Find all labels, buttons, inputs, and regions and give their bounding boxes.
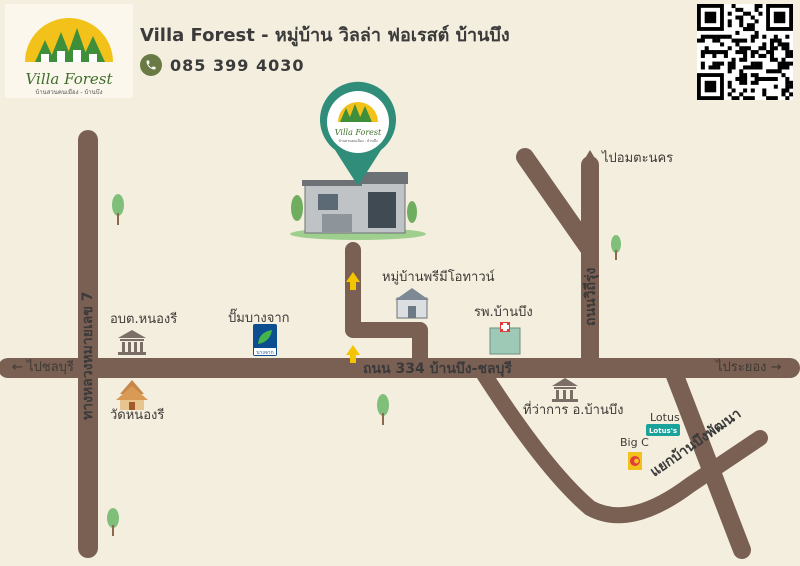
label-nong-iru-sao: อบต.หนองรี bbox=[110, 312, 178, 327]
house-icon bbox=[395, 288, 429, 319]
road-diagonal-nw bbox=[516, 148, 599, 259]
label-highway-7: ทางหลวงหมายเลข 7 bbox=[80, 291, 96, 420]
label-gas-station: ปั๊มบางจาก bbox=[228, 311, 290, 326]
road-village-access bbox=[345, 242, 428, 376]
lotus-logo-text: Lotus's bbox=[649, 427, 677, 435]
location-pin-icon: Villa Forest บ้านสวนคนเมือง - บ้านบึง bbox=[320, 81, 397, 186]
label-to-amata: ไปอมตะนคร bbox=[602, 151, 674, 166]
villa-forest-logo: Villa Forest บ้านสวนคนเมือง - บ้านบึง bbox=[5, 4, 133, 98]
arrow-icon bbox=[346, 272, 360, 363]
page-title: Villa Forest - หมู่บ้าน วิลล่า ฟอเรสต์ บ… bbox=[140, 25, 510, 46]
label-big-c: Big C bbox=[620, 436, 649, 449]
label-to-rayong: ไประยอง → bbox=[716, 360, 782, 375]
phone-number: 085 399 4030 bbox=[170, 55, 305, 75]
phone-icon bbox=[140, 54, 162, 76]
arrow-left-icon: ← bbox=[12, 360, 23, 375]
logo-tagline: บ้านสวนคนเมือง - บ้านบึง bbox=[35, 88, 102, 96]
pin-wordmark: Villa Forest bbox=[335, 128, 382, 137]
qr-code-icon[interactable] bbox=[697, 4, 794, 101]
label-wat-nong-iru: วัดหนองรี bbox=[110, 408, 165, 423]
label-primo-village: หมู่บ้านพรีมีโอทาวน์ bbox=[382, 270, 495, 285]
hospital-icon bbox=[489, 322, 521, 355]
pin-tagline: บ้านสวนคนเมือง - บ้านบึง bbox=[338, 138, 377, 143]
logo-wordmark: Villa Forest bbox=[25, 70, 113, 88]
label-road-wirot: ถนนวิถีรุ่ง bbox=[583, 267, 599, 326]
government-building-icon bbox=[118, 330, 146, 355]
label-district-office: ที่ว่าการ อ.บ้านบึง bbox=[523, 403, 624, 418]
gas-station-icon: บางจาก bbox=[253, 324, 277, 356]
label-road-334: ถนน 334 บ้านบึง-ชลบุรี bbox=[363, 361, 512, 377]
government-building-icon bbox=[552, 378, 578, 402]
arrow-right-icon: → bbox=[770, 360, 782, 375]
label-lotus: Lotus bbox=[650, 411, 680, 424]
phone-contact[interactable]: 085 399 4030 bbox=[140, 54, 304, 76]
big-c-logo-icon bbox=[628, 452, 642, 470]
label-to-chonburi: ← ไปชลบุรี bbox=[12, 360, 74, 375]
label-hospital: รพ.บ้านบึง bbox=[474, 305, 533, 320]
villa-house-icon bbox=[290, 172, 426, 240]
arrow-icon bbox=[584, 150, 596, 160]
temple-icon bbox=[116, 380, 148, 410]
lotus-logo-icon: Lotus's bbox=[646, 424, 680, 436]
bangchak-logo-text: บางจาก bbox=[256, 350, 273, 356]
